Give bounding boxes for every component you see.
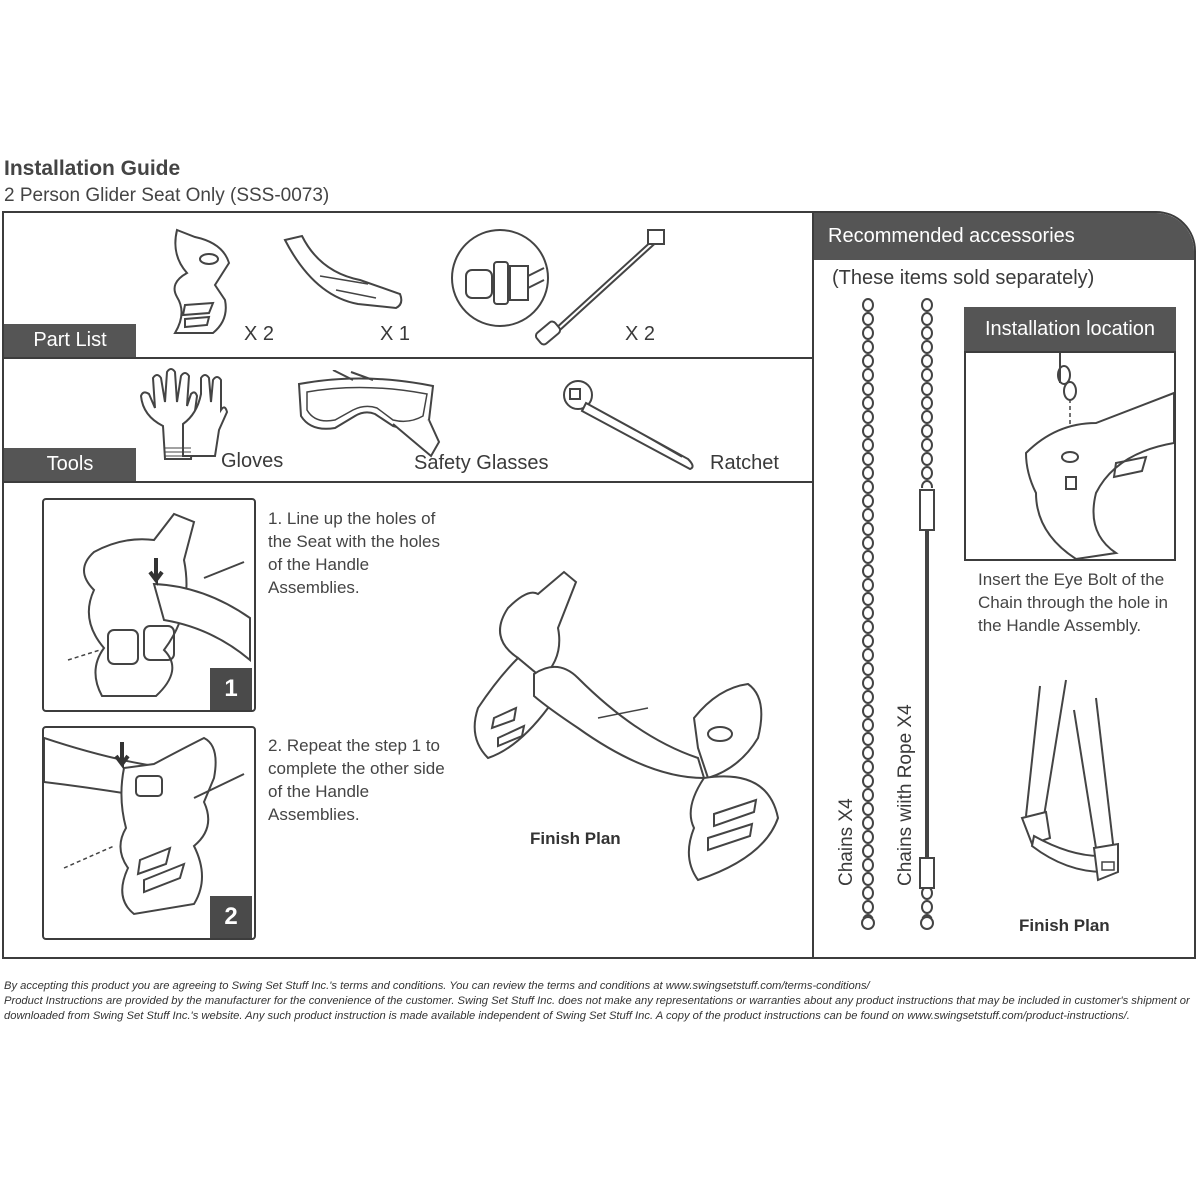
tool-label: Safety Glasses: [414, 452, 549, 474]
finish-plan-label: Finish Plan: [530, 829, 621, 848]
chain-with-rope-icon: [914, 298, 940, 933]
step-2-diagram: [44, 736, 245, 916]
divider: [2, 357, 814, 359]
step-instruction: 2. Repeat the step 1 to complete the oth…: [268, 736, 445, 824]
part-list-tag: Part List: [4, 324, 136, 357]
step-instruction: 1. Line up the holes of the Seat with th…: [268, 509, 441, 597]
tools-tag: Tools: [4, 448, 136, 481]
divider: [2, 481, 814, 483]
part-qty: X 1: [380, 323, 411, 345]
tool-label: Ratchet: [710, 452, 779, 474]
bolt-set-icon: [450, 226, 680, 351]
part-qty: X 2: [244, 323, 275, 345]
chain-icon: [855, 298, 881, 933]
gloves-icon: [135, 364, 230, 464]
accessories-note: (These items sold separately): [832, 267, 1095, 289]
part-qty: X 2: [625, 323, 656, 345]
chains-label: Chains X4: [836, 798, 857, 886]
handle-assembly-icon: [165, 225, 245, 340]
swing-finish-illustration: [1010, 676, 1130, 896]
disclaimer-terms: By accepting this product you are agreei…: [4, 980, 870, 992]
disclaimer-instructions: Product Instructions are provided by the…: [4, 995, 1190, 1022]
divider: [812, 213, 814, 959]
ratchet-icon: [560, 375, 705, 470]
finish-plan-label: Finish Plan: [1019, 916, 1110, 935]
installation-location-header: Installation location: [964, 307, 1176, 351]
step-number-badge: 2: [210, 896, 252, 938]
step-1-illustration: [42, 498, 256, 712]
disclaimer: By accepting this product you are agreei…: [4, 979, 1196, 1024]
seat-icon: [280, 232, 410, 317]
step-1-diagram: [67, 512, 251, 697]
page-title: Installation Guide: [4, 157, 181, 180]
page-subtitle: 2 Person Glider Seat Only (SSS-0073): [4, 185, 330, 206]
finish-plan-illustration: [468, 568, 788, 883]
chains-rope-label: Chains wiith Rope X4: [895, 704, 916, 886]
safety-glasses-icon: [293, 370, 443, 460]
accessories-header: Recommended accessories: [814, 213, 1194, 260]
guide-frame: [2, 211, 1196, 959]
installation-location-text: Insert the Eye Bolt of the Chain through…: [978, 570, 1168, 635]
step-number-badge: 1: [210, 668, 252, 710]
installation-location-illustration: [964, 351, 1176, 561]
tool-label: Gloves: [221, 450, 284, 472]
